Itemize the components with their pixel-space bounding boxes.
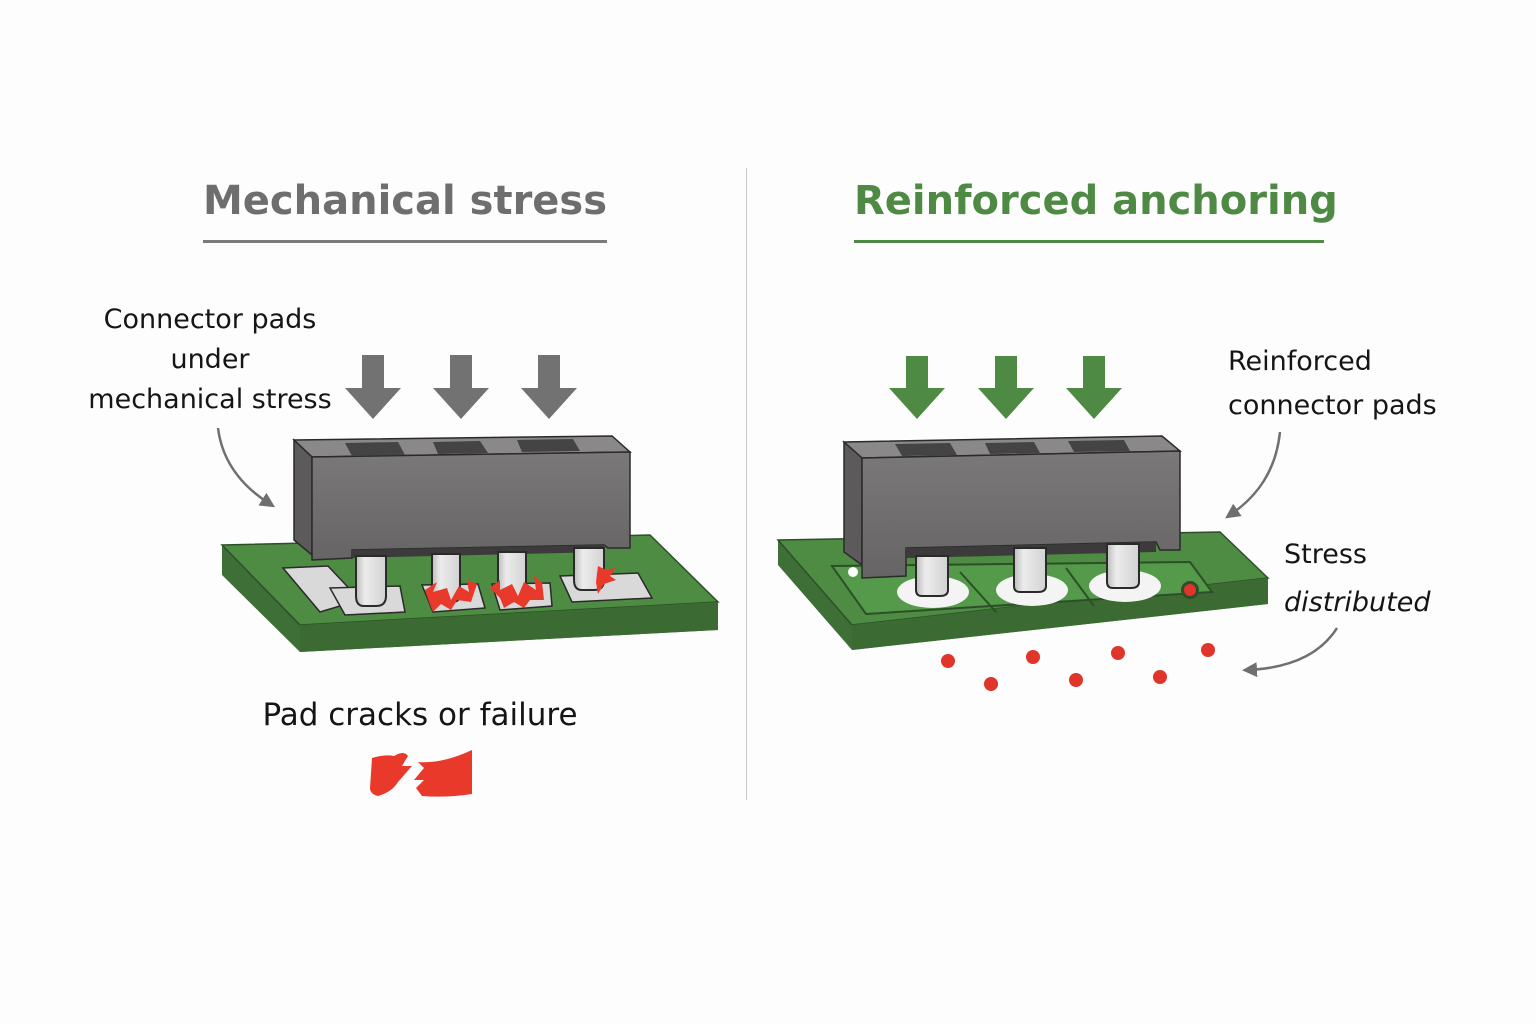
top-slot bbox=[895, 443, 957, 456]
panel-divider bbox=[746, 168, 747, 800]
pin-intact bbox=[355, 555, 387, 607]
force-arrow-icon bbox=[978, 356, 1034, 419]
pin-anchored bbox=[1106, 543, 1140, 589]
force-arrow-icon bbox=[433, 355, 489, 419]
force-arrow-icon bbox=[889, 356, 945, 419]
left-callout-line: under bbox=[170, 344, 250, 375]
right-callout-arrow bbox=[1225, 431, 1282, 519]
failure-label: Pad cracks or failure bbox=[262, 697, 578, 733]
left-callout-label: Connector pads under mechanical stress bbox=[82, 300, 338, 420]
left-title-underline bbox=[203, 240, 607, 243]
stress-label-line: Stress bbox=[1284, 539, 1367, 570]
stress-callout-arrow bbox=[1242, 627, 1339, 678]
stress-distributed-label: Stress distributed bbox=[1284, 531, 1430, 627]
top-slot bbox=[517, 439, 580, 452]
stress-dot bbox=[1069, 673, 1083, 687]
right-callout-line: connector pads bbox=[1228, 390, 1437, 421]
force-arrow-icon bbox=[345, 355, 401, 419]
stress-dot bbox=[941, 654, 955, 668]
pins-right bbox=[915, 543, 1140, 597]
stress-dot bbox=[1153, 670, 1167, 684]
via-white bbox=[848, 567, 858, 577]
right-panel-title: Reinforced anchoring bbox=[854, 178, 1338, 224]
crack-icon bbox=[490, 576, 544, 608]
crack-icon bbox=[596, 566, 616, 594]
left-callout-line: mechanical stress bbox=[88, 384, 332, 415]
stress-dot bbox=[1111, 646, 1125, 660]
left-panel-title: Mechanical stress bbox=[203, 178, 608, 224]
pin-anchored bbox=[915, 555, 949, 597]
stress-distribution-dots bbox=[941, 643, 1215, 691]
stress-dot bbox=[1026, 650, 1040, 664]
force-arrows-right bbox=[889, 356, 1122, 419]
stress-label-line-italic: distributed bbox=[1284, 587, 1431, 618]
pin-anchored bbox=[1013, 547, 1047, 593]
force-arrows-left bbox=[345, 355, 577, 419]
right-callout-line: Reinforced bbox=[1228, 346, 1372, 377]
stress-dot bbox=[1201, 643, 1215, 657]
top-slot bbox=[985, 442, 1040, 454]
force-arrow-icon bbox=[1066, 356, 1122, 419]
right-title-underline bbox=[854, 240, 1324, 243]
top-slot bbox=[433, 441, 488, 454]
broken-pad-icon bbox=[370, 750, 472, 797]
via-red bbox=[1184, 584, 1196, 596]
right-callout-label: Reinforced connector pads bbox=[1228, 340, 1437, 428]
crack-icon bbox=[425, 580, 477, 612]
connector-body-left bbox=[292, 435, 632, 561]
stress-dot bbox=[984, 677, 998, 691]
force-arrow-icon bbox=[521, 355, 577, 419]
top-slot bbox=[1068, 440, 1130, 452]
crack-marks bbox=[425, 566, 616, 612]
left-callout-arrow bbox=[216, 427, 276, 508]
top-slot bbox=[345, 442, 405, 456]
left-callout-line: Connector pads bbox=[103, 304, 317, 335]
